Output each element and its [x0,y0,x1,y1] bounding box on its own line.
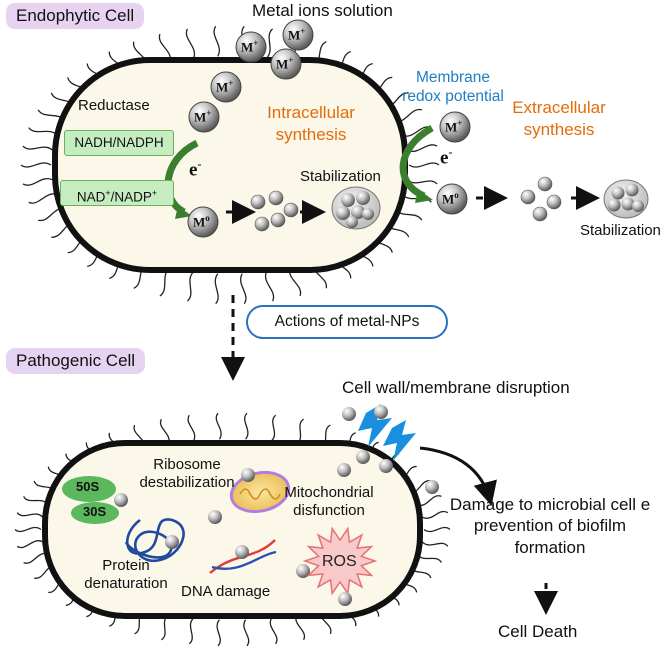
pathogenic-cell-body [14,412,451,647]
nanoparticle-group-inner [250,190,299,232]
endophytic-cell-tag: Endophytic Cell [6,3,145,29]
reductase-label: Reductase [78,97,150,114]
metal-ion-spheres [187,19,471,238]
stabilization-outer-label: Stabilization [580,222,661,239]
ros-burst [302,526,378,606]
flagellum [22,145,54,151]
nadh-box: NADH/NADPH [64,130,174,156]
stabilization-inner-label: Stabilization [300,168,381,185]
flagellum [16,512,44,518]
electron-label: e- [189,157,202,181]
disruption-nanoparticles [337,405,439,494]
actions-of-metal-nps-pill: Actions of metal-NPs [246,305,448,339]
disruption-bolt-1 [358,404,392,447]
flagellum [186,271,195,302]
stabilized-cluster-outer [603,179,649,219]
internal-reduction-arrowhead [175,206,192,219]
flagellum [423,526,451,533]
flagellum [14,526,42,533]
damage-arrow [419,446,497,506]
flagellum [408,162,440,168]
ribosome-icon [62,476,128,524]
ion-label: M+ [276,55,294,72]
flagellum [264,271,275,302]
flagellum [421,510,449,519]
membrane-reduction-arrow [399,124,434,200]
flagellum [244,412,249,440]
pathogenic-cell-tag: Pathogenic Cell [6,348,146,374]
ribosome-30s-label: 30S [83,504,107,519]
metal-ions-label: Metal ions solution [252,1,393,20]
flagellum [214,273,219,305]
flagellum [421,541,449,547]
disruption-bolt-2 [383,420,416,461]
zero-valent-label: Mo [442,190,459,207]
endophytic-cell-body [20,25,440,305]
flagellum [243,619,250,647]
flagellum [270,414,277,442]
internal-reduction-arrow [164,139,199,216]
nanoparticle-group-outer [520,176,562,222]
flagellum [20,162,52,168]
stabilized-cluster-inner [331,186,381,230]
ros-label: ROS [322,553,357,570]
flagellum [240,273,247,305]
loose-nanoparticles [208,510,310,578]
flagellum [265,28,274,59]
flagellum [213,25,220,57]
membrane-reduction-arrowhead [415,189,433,203]
flagellum [16,540,44,549]
zero-valent-label: Mo [193,213,210,230]
mitochondrion-icon [229,468,291,514]
flagellum [269,617,278,645]
flagellum [185,28,196,59]
protein-icon [124,518,185,563]
ribosome-50s-label: 50S [76,479,100,494]
dna-damage-label: DNA damage [181,583,271,600]
electron-label: e- [440,145,453,169]
ion-label: M+ [445,118,463,135]
flagellum [187,414,196,442]
flagellum [22,177,53,186]
flagellum [216,619,221,647]
cell-death-label: Cell Death [498,622,578,641]
ion-label: M+ [216,78,234,95]
flagellum [188,617,195,645]
flagellum [28,127,59,137]
ion-label: M+ [241,38,259,55]
ion-label: M+ [194,108,212,125]
flagellum [215,412,222,440]
ion-label: M+ [288,26,306,43]
flagellum [28,193,58,204]
cell-wall-disruption-label: Cell wall/membrane disruption [342,378,570,397]
nad-box: NAD+/NADP+ [60,180,174,206]
dna-icon [209,539,277,574]
